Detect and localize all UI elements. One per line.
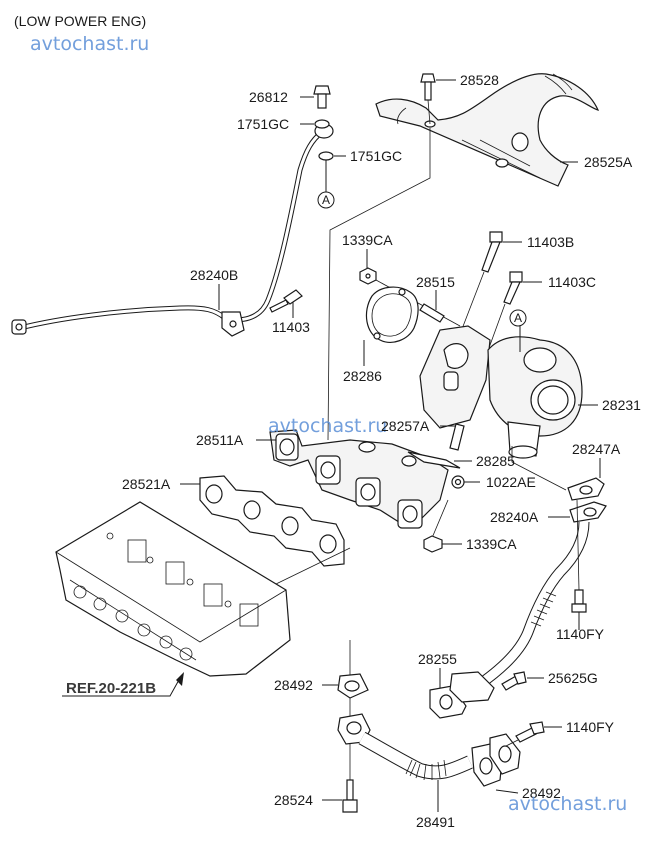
marker-a-turbo	[509, 309, 527, 327]
label-28492-left: 28492	[274, 677, 313, 693]
label-28286: 28286	[343, 368, 382, 384]
banjo-bolt-26812[interactable]	[313, 85, 331, 109]
label-1751gc-upper: 1751GC	[237, 116, 289, 132]
washer-1751gc-lower[interactable]	[318, 151, 334, 161]
nut-1339ca-top[interactable]	[359, 267, 377, 285]
label-28491: 28491	[416, 814, 455, 830]
gasket-28285[interactable]	[407, 451, 461, 469]
bolt-1140fy-upper[interactable]	[571, 589, 587, 613]
nut-1339ca-bottom[interactable]	[423, 535, 443, 553]
label-28240a: 28240A	[490, 509, 539, 525]
oil-feed-pipe-28240b[interactable]	[11, 123, 334, 337]
label-28528: 28528	[460, 72, 499, 88]
label-28492-right: 28492	[522, 785, 561, 801]
label-28247a: 28247A	[572, 441, 621, 457]
pipe-flange	[449, 671, 495, 703]
engine-variant-title: (LOW POWER ENG)	[14, 13, 146, 29]
bolt-1140fy-lower[interactable]	[515, 721, 545, 743]
egr-pipe-28491[interactable]	[337, 713, 521, 787]
label-28231: 28231	[602, 397, 641, 413]
label-1140fy-lower: 1140FY	[566, 719, 615, 735]
watermark-bottom: avtochast.ru	[508, 793, 627, 815]
exhaust-manifold-28511a[interactable]	[269, 429, 449, 529]
label-1751gc-lower: 1751GC	[350, 148, 402, 164]
marker-a-top-letter: A	[322, 193, 330, 207]
marker-a-top	[317, 191, 335, 209]
label-1022ae: 1022AE	[486, 474, 536, 490]
label-28511a: 28511A	[196, 432, 244, 448]
bolt-11403b[interactable]	[481, 231, 503, 273]
stud-28257a[interactable]	[449, 423, 465, 451]
heat-shield-28525a[interactable]	[375, 73, 600, 187]
label-28257a: 28257A	[381, 418, 430, 434]
turbocharger-28231[interactable]	[419, 325, 583, 459]
manifold-gasket-28521a[interactable]	[199, 475, 345, 567]
label-28240b: 28240B	[190, 267, 238, 283]
label-1339ca-bottom: 1339CA	[466, 536, 517, 552]
label-28285: 28285	[476, 453, 515, 469]
label-25625g: 25625G	[548, 670, 598, 686]
gasket-28247a[interactable]	[567, 477, 605, 501]
label-28525a: 28525A	[584, 154, 633, 170]
stud-28515[interactable]	[419, 303, 445, 323]
label-11403c: 11403C	[548, 274, 596, 290]
oil-return-pipe-28240a[interactable]	[476, 501, 607, 689]
bolt-25625g[interactable]	[501, 671, 527, 691]
label-11403: 11403	[272, 319, 310, 335]
label-28521a: 28521A	[122, 476, 171, 492]
bolt-28524[interactable]	[342, 779, 358, 813]
washer-1751gc-upper[interactable]	[314, 119, 330, 129]
nut-1022ae[interactable]	[451, 475, 465, 489]
label-11403b: 11403B	[527, 234, 574, 250]
bolt-11403c[interactable]	[503, 271, 523, 305]
label-1140fy-upper: 1140FY	[556, 626, 605, 642]
cylinder-head-reference[interactable]	[55, 501, 291, 677]
watermark-middle: avtochast.ru	[268, 415, 387, 437]
marker-a-turbo-letter: A	[514, 311, 522, 325]
bolt-28528[interactable]	[420, 73, 436, 101]
reference-arrow-icon	[176, 672, 184, 686]
reference-label[interactable]: REF.20-221B	[66, 680, 156, 697]
gasket-28286[interactable]	[365, 286, 419, 343]
watermark-top: avtochast.ru	[30, 33, 149, 55]
gasket-28492-left[interactable]	[337, 673, 369, 699]
bolt-11403[interactable]	[269, 289, 303, 313]
label-26812: 26812	[249, 89, 288, 105]
label-28524: 28524	[274, 792, 313, 808]
label-1339ca-top: 1339CA	[342, 232, 393, 248]
label-28515: 28515	[416, 274, 455, 290]
label-28255: 28255	[418, 651, 457, 667]
